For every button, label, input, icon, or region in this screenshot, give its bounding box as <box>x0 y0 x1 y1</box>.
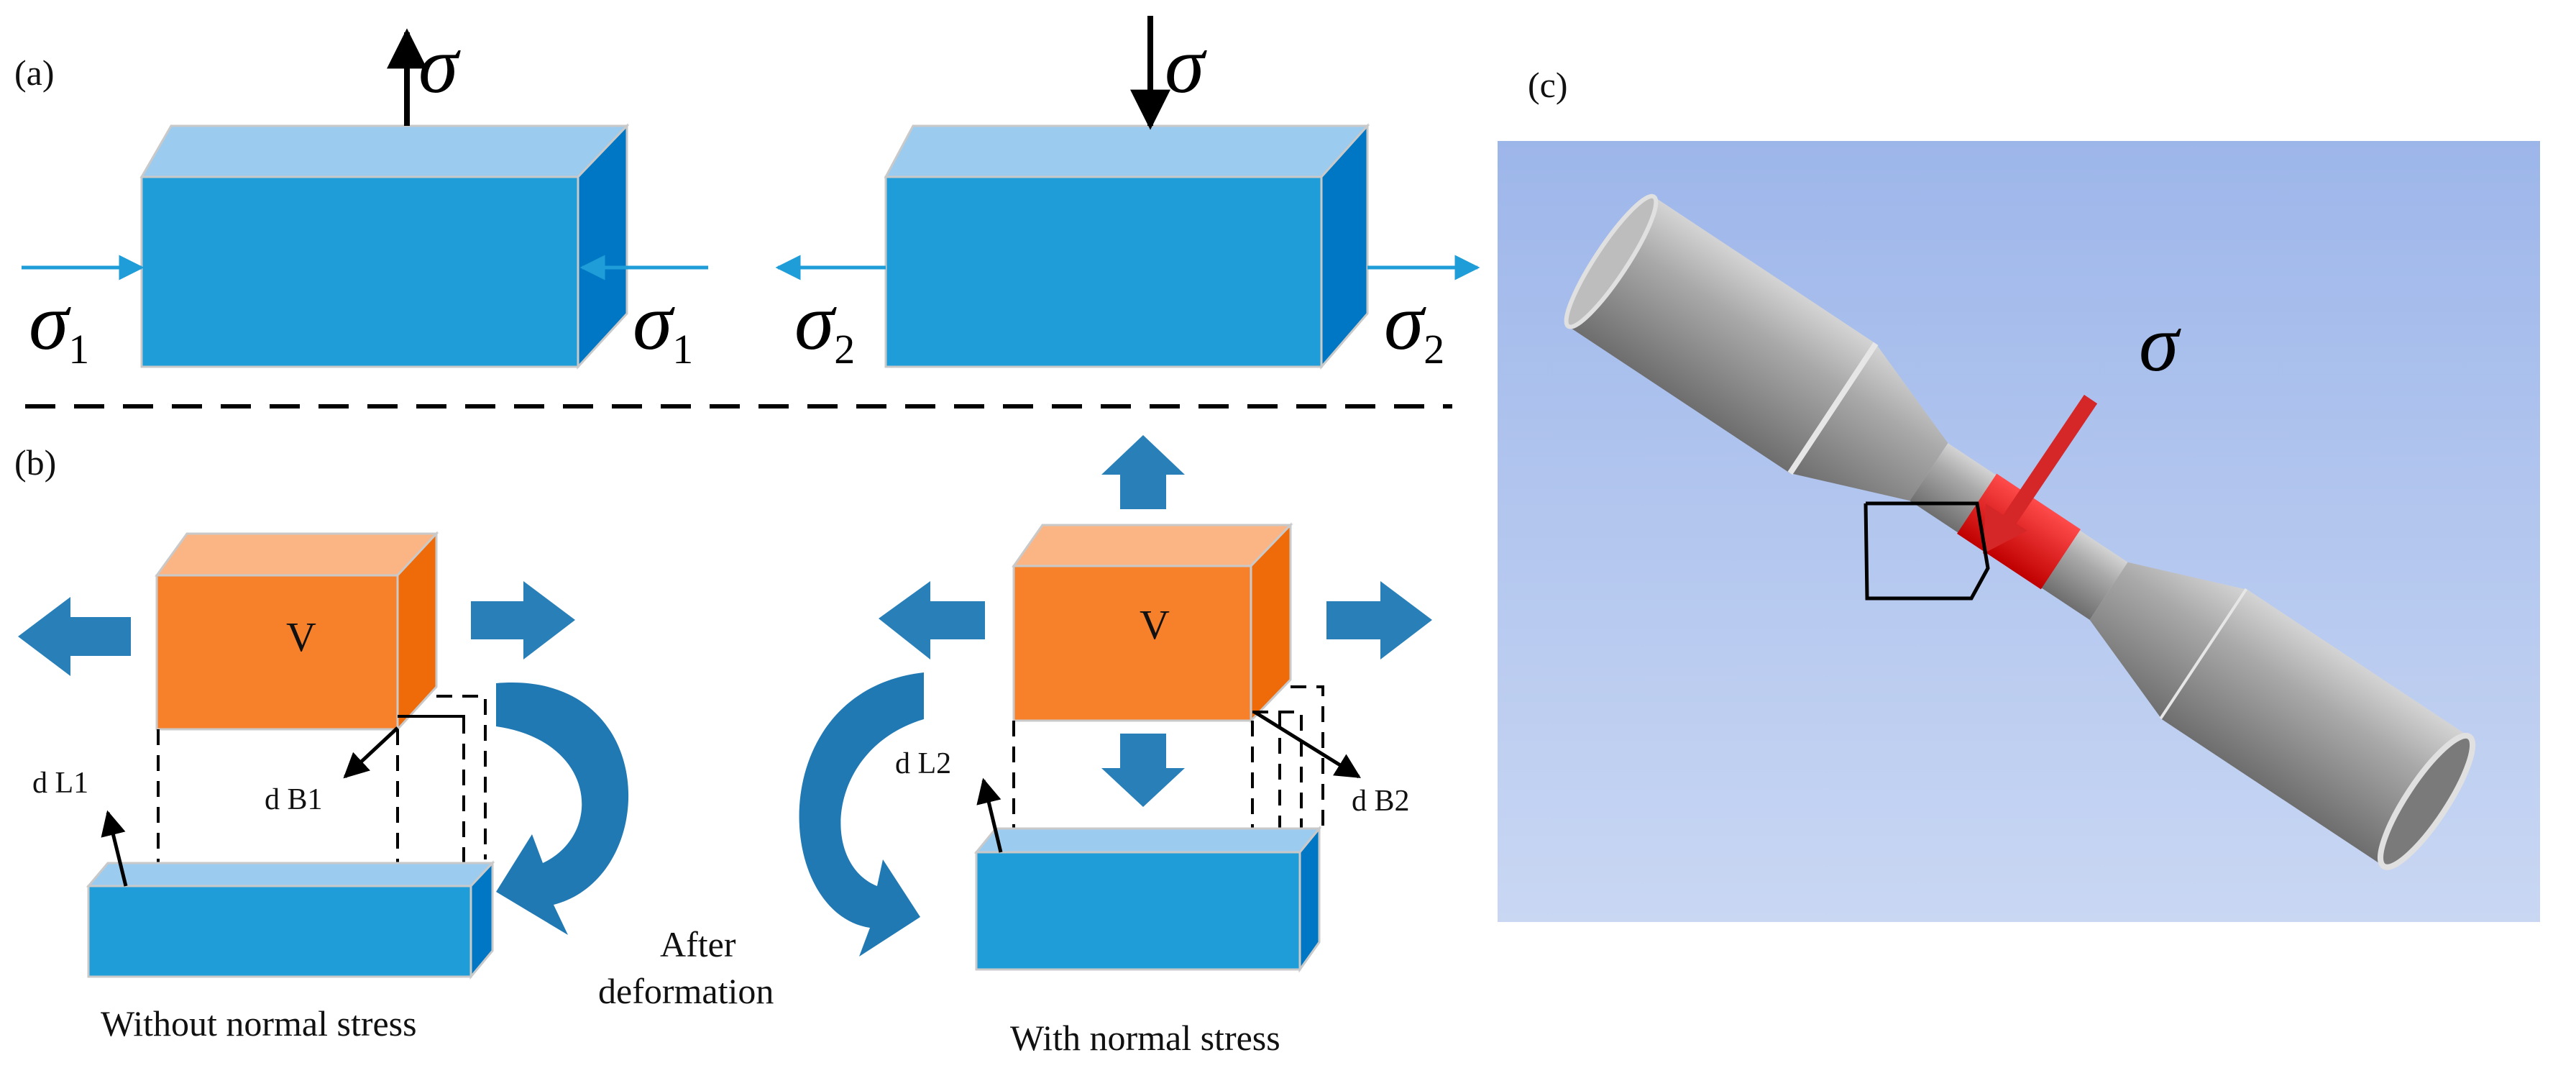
specimen-left-taper <box>1789 343 1948 501</box>
volume-box-left-front <box>155 574 399 731</box>
box-a2-front <box>884 175 1323 368</box>
specimen-left-end <box>1564 193 1659 329</box>
result-box-right <box>973 825 1322 973</box>
projection-lines-left <box>157 695 487 886</box>
volume-label-right: V <box>1140 601 1170 648</box>
flow-arrow-right-out-left <box>471 581 575 659</box>
volume-box-right-top <box>1012 524 1293 567</box>
box-a2-top <box>884 124 1370 178</box>
flow-arrow-down <box>1101 734 1185 807</box>
box-a1-top <box>139 124 630 178</box>
normal-stress-arrowhead-red <box>1983 503 2027 554</box>
volume-box-left <box>155 531 439 732</box>
dB1-label: d B1 <box>265 783 323 816</box>
sigma1-right-sub: 1 <box>672 326 693 373</box>
sigma2-left-symbol: σ <box>794 278 837 367</box>
flow-arrow-left-out-right-group <box>879 581 985 659</box>
dL1-arrow <box>101 810 128 887</box>
sigma1-left-symbol: σ <box>29 278 71 367</box>
flow-arrow-up <box>1101 435 1185 509</box>
sigma1-right-label: σ1 <box>633 278 693 373</box>
specimen-right-end <box>2378 732 2476 870</box>
caption-with-normal-stress: With normal stress <box>1010 1018 1280 1058</box>
sigma1-right-symbol: σ <box>633 278 675 367</box>
result-box-right-top <box>973 827 1322 854</box>
caption-without-normal-stress: Without normal stress <box>101 1003 417 1044</box>
volume-label-left: V <box>286 613 316 660</box>
dB2-label: d B2 <box>1352 785 1410 818</box>
flow-arrow-right-out-right-group <box>1326 581 1432 659</box>
after-label: After <box>660 924 736 964</box>
result-box-right-front <box>975 851 1301 971</box>
result-box-left-front <box>87 885 472 978</box>
result-box-right-side <box>1298 825 1321 973</box>
sigma1-left-sub: 1 <box>68 326 89 373</box>
specimen-left-grip <box>1568 196 1876 473</box>
sigma1-left-label: σ1 <box>29 278 89 373</box>
panel-c-label: (c) <box>1528 65 1568 105</box>
result-box-left-top <box>86 862 495 887</box>
result-box-left <box>86 860 495 980</box>
dB2-arrow <box>1253 710 1361 779</box>
sigma2-right-sub: 2 <box>1424 326 1444 373</box>
local-element-outline <box>1864 501 1990 601</box>
box-a1-front <box>140 175 579 368</box>
box-a1 <box>139 123 630 370</box>
deformation-label: deformation <box>598 971 774 1011</box>
sigma2-left-label: σ2 <box>794 278 855 373</box>
sigma2-right-symbol: σ <box>1384 278 1426 367</box>
panel-b-label: (b) <box>14 442 56 483</box>
sigma-a1-top: σ <box>418 21 461 110</box>
sigma2-left-sub: 2 <box>834 326 855 373</box>
box-a2 <box>884 123 1370 370</box>
panel-a-label: (a) <box>14 53 55 93</box>
dB1-arrow <box>343 726 399 779</box>
sigma-a2-top: σ <box>1165 21 1207 110</box>
normal-stress-arrow-red <box>1999 394 2098 530</box>
specimen-right-grip <box>2161 590 2470 867</box>
dL2-label: d L2 <box>895 747 951 780</box>
flow-arrow-left-out <box>18 597 131 676</box>
dL1-label: d L1 <box>32 767 88 800</box>
dL2-arrow <box>976 777 1003 853</box>
deformation-curved-arrow-right <box>799 672 924 957</box>
specimen-right-taper <box>2089 562 2248 720</box>
deformation-curved-arrow-left <box>496 683 629 935</box>
volume-box-right-front <box>1012 565 1252 722</box>
sigma-c-label: σ <box>2139 299 2181 388</box>
volume-box-left-top <box>155 532 439 577</box>
volume-box-right <box>1012 522 1293 724</box>
sigma2-right-label: σ2 <box>1384 278 1444 373</box>
